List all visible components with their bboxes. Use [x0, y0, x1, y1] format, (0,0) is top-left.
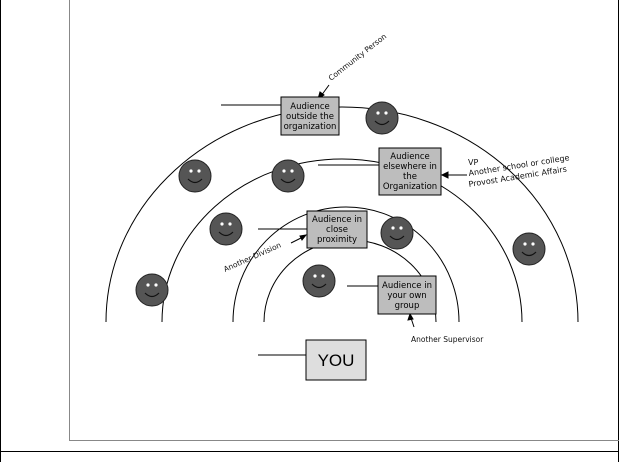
smiley-face-icon [365, 101, 399, 135]
box-own-line: your own [387, 291, 426, 301]
box-elsewhere-line: the [403, 172, 417, 182]
box-outside: Audience outside the organization [280, 96, 340, 136]
box-you: YOU [305, 339, 367, 381]
smiley-face-icon [271, 159, 305, 193]
box-elsewhere: Audience elsewhere in the Organization [378, 147, 442, 196]
box-elsewhere-line: Audience [390, 152, 429, 162]
smiley-face-icon [302, 264, 336, 298]
box-own-line: Audience in [382, 281, 432, 291]
label-another-supervisor: Another Supervisor [411, 335, 484, 344]
arrowhead-vp [440, 171, 449, 179]
box-outside-line: outside the [286, 112, 334, 122]
box-close-line: close [326, 225, 348, 235]
smiley-face-icon [178, 159, 212, 193]
box-elsewhere-line: Organization [383, 182, 437, 192]
faces-group [135, 101, 546, 307]
smiley-face-icon [512, 232, 546, 266]
arrowhead-division [299, 234, 308, 241]
box-outside-line: Audience [290, 102, 329, 112]
box-close-line: Audience in [312, 215, 362, 225]
box-close: Audience in close proximity [306, 210, 368, 249]
arrowhead-supervisor [407, 312, 414, 321]
outer-arc [105, 106, 579, 323]
box-elsewhere-line: elsewhere in [383, 162, 437, 172]
box-close-line: proximity [317, 235, 357, 245]
box-own-line: group [395, 301, 420, 311]
smiley-face-icon [380, 216, 414, 250]
third-arc [232, 206, 460, 323]
box-outside-line: organization [284, 122, 337, 132]
you-label: YOU [318, 351, 355, 370]
label-vp: VP [468, 158, 478, 167]
smiley-face-icon [135, 273, 169, 307]
box-own: Audience in your own group [377, 275, 437, 315]
second-arc [161, 158, 523, 323]
smiley-face-icon [209, 212, 243, 246]
